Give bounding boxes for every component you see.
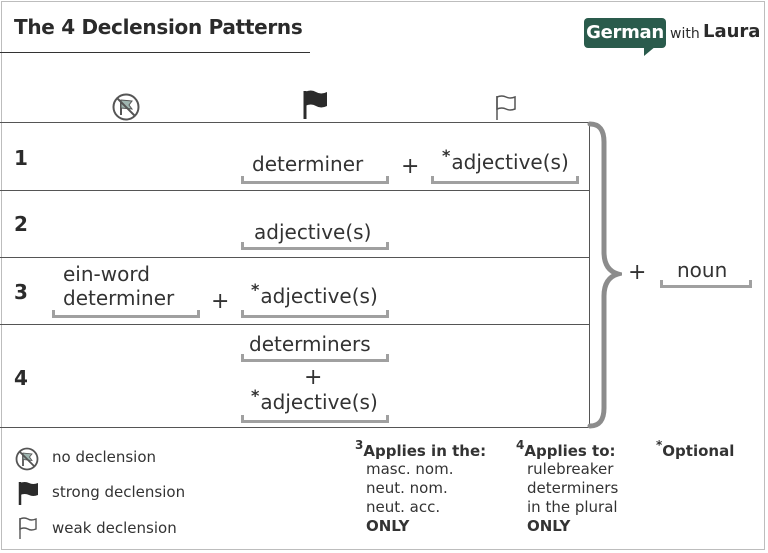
table-line-row2 — [0, 257, 590, 258]
brand-logo: German with Laura — [584, 18, 760, 58]
optional-star: * — [442, 146, 451, 165]
logo-speech-tail — [644, 46, 656, 56]
slot-adjective: adjective(s) — [254, 220, 372, 244]
slot-adjective-optional: *adjective(s) — [251, 280, 378, 308]
slot-bracket — [241, 242, 389, 250]
note-optional: *Optional — [656, 438, 734, 460]
noun-bracket — [660, 280, 752, 288]
slot-adjective-optional: *adjective(s) — [251, 386, 378, 414]
row-number: 2 — [14, 212, 28, 236]
note-3-line: neut. acc. — [366, 498, 441, 516]
logo-badge: German — [584, 18, 666, 48]
slot-adjective-optional: *adjective(s) — [442, 146, 569, 174]
note-3-sup: 3 — [355, 438, 364, 452]
optional-star: * — [251, 386, 260, 405]
table-line-row1 — [0, 190, 590, 191]
plus-sign: + — [304, 365, 323, 390]
slot-bracket — [241, 354, 389, 362]
slot-adjective-text: adjective(s) — [260, 390, 378, 414]
note-4-head: Applies to: — [524, 442, 616, 460]
table-line-bottom — [0, 427, 590, 428]
legend-strong-flag-icon — [18, 482, 38, 505]
table-line-top — [0, 122, 590, 123]
note-4-line: in the plural — [527, 498, 618, 516]
note-4-line: rulebreaker — [527, 460, 614, 478]
slot-adjective-text: adjective(s) — [260, 284, 378, 308]
row-number: 1 — [14, 146, 28, 170]
table-line-right — [589, 122, 590, 427]
legend-no-declension-icon — [15, 447, 39, 471]
slot-determiner: determiner — [252, 152, 364, 176]
optional-star: * — [251, 280, 260, 299]
note-optional-head: Optional — [662, 442, 735, 460]
plus-sign: + — [401, 154, 420, 179]
legend-weak-declension: weak declension — [52, 519, 177, 537]
page-title: The 4 Declension Patterns — [14, 15, 303, 39]
note-3-line: masc. nom. — [366, 460, 454, 478]
note-4: 4Applies to: rulebreaker determiners in … — [516, 438, 618, 536]
note-4-sup: 4 — [516, 438, 525, 452]
noun-label: noun — [677, 258, 728, 282]
note-3-line: neut. nom. — [366, 479, 448, 497]
note-4-line: determiners — [527, 479, 619, 497]
slot-bracket — [241, 310, 389, 318]
legend-weak-flag-icon — [19, 517, 37, 539]
row-number: 3 — [14, 280, 28, 304]
noun-plus-sign: + — [628, 260, 647, 285]
curly-brace — [587, 121, 622, 429]
slot-bracket — [241, 415, 389, 423]
legend-no-declension: no declension — [52, 448, 157, 466]
note-3: 3Applies in the: masc. nom. neut. nom. n… — [355, 438, 486, 536]
title-underline — [0, 52, 310, 53]
table-line-row3 — [0, 324, 590, 325]
note-3-head: Applies in the: — [363, 442, 487, 460]
logo-name-text: Laura — [703, 21, 761, 42]
legend-strong-declension: strong declension — [52, 483, 186, 501]
slot-bracket — [52, 310, 200, 318]
no-declension-icon — [112, 93, 140, 121]
slot-determiners: determiners — [249, 332, 371, 356]
slot-ein-word-line2: determiner — [63, 286, 175, 310]
logo-with-text: with — [670, 26, 700, 42]
plus-sign: + — [211, 289, 230, 314]
strong-declension-flag-icon — [303, 90, 327, 119]
note-4-only: ONLY — [527, 517, 571, 535]
note-optional-star: * — [656, 438, 663, 452]
slot-bracket — [241, 176, 389, 184]
slot-adjective-text: adjective(s) — [451, 150, 569, 174]
weak-declension-flag-icon — [496, 95, 516, 120]
row-number: 4 — [14, 366, 28, 390]
slot-ein-word-line1: ein-word — [63, 262, 150, 286]
note-3-only: ONLY — [366, 517, 410, 535]
slot-bracket — [431, 176, 579, 184]
